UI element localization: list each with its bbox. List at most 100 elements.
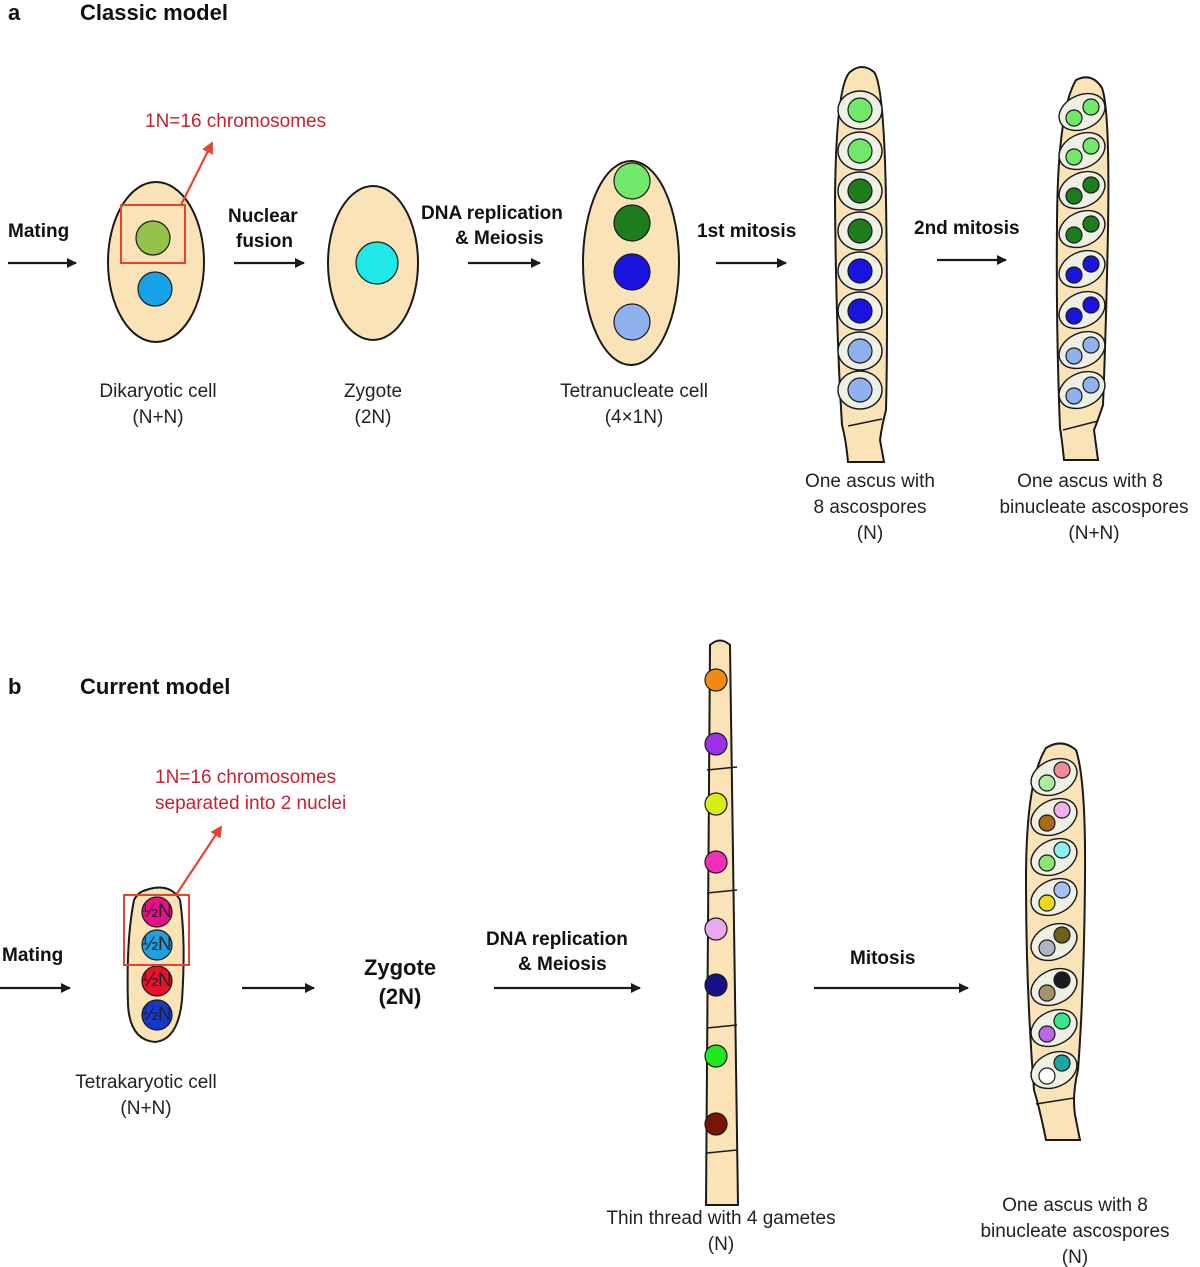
gamete-nucleus [704, 1044, 728, 1068]
spore-nucleus [1065, 307, 1083, 325]
step-mating-a: Mating [8, 221, 69, 242]
spore-nucleus [1038, 854, 1056, 872]
annotation-b-line1: 1N=16 chromosomes [155, 767, 336, 788]
spore-nucleus [847, 338, 873, 364]
highlight-box-b [123, 894, 190, 966]
step-mitosis-b: Mitosis [850, 948, 915, 969]
label-ascus8b-line1: One ascus with 8 [1017, 471, 1163, 492]
label-thread-ploidy: (N) [708, 1234, 734, 1255]
label-tetranucleate-ploidy: (4×1N) [605, 407, 664, 428]
nucleus-olive [135, 220, 171, 256]
step-dna-replication-b: DNA replication [486, 929, 628, 950]
annotation-arrow-b [175, 825, 223, 896]
thin-thread [704, 639, 740, 1206]
label-tetrakaryotic-ploidy: (N+N) [120, 1098, 171, 1119]
step-second-mitosis: 2nd mitosis [914, 218, 1020, 239]
spore-nucleus [1053, 761, 1071, 779]
tetranucleate-cell [582, 160, 680, 366]
label-zygote: Zygote [344, 381, 402, 402]
spore-nucleus [1053, 1012, 1071, 1030]
spore-nucleus [847, 97, 873, 123]
label-ascusb-line2: binucleate ascospores [980, 1221, 1169, 1242]
half-n-label: ½N [142, 934, 172, 955]
gamete-nucleus [704, 917, 728, 941]
ascus-8-spores [833, 66, 888, 463]
panel-b-title: Current model [80, 674, 230, 699]
half-n-label: ½N [142, 970, 172, 991]
gamete-nucleus [704, 668, 728, 692]
tetrakaryotic-cell: ½N½N½N½N [123, 886, 190, 1044]
gamete-nucleus [704, 792, 728, 816]
annotation-b-line2: separated into 2 nuclei [155, 793, 346, 814]
spore-nucleus [847, 178, 873, 204]
spore-nucleus [1065, 226, 1083, 244]
spore-nucleus [847, 298, 873, 324]
panel-a-title: Classic model [80, 0, 228, 25]
label-thread: Thin thread with 4 gametes [606, 1208, 835, 1229]
spore-nucleus [1082, 336, 1100, 354]
spore-nucleus [1053, 881, 1071, 899]
spore-nucleus [1038, 894, 1056, 912]
spore-nucleus [1065, 387, 1083, 405]
spore-nucleus [1082, 296, 1100, 314]
spore-nucleus [1065, 347, 1083, 365]
spore-nucleus [847, 258, 873, 284]
zygote-cell [327, 185, 419, 341]
label-ascus8b-line2: binucleate ascospores [999, 497, 1188, 518]
step-first-mitosis: 1st mitosis [697, 221, 796, 242]
gamete-nucleus [704, 1112, 728, 1136]
panel-a-letter: a [8, 0, 21, 25]
step-meiosis-a: & Meiosis [455, 228, 544, 249]
spore-nucleus [1065, 148, 1083, 166]
label-ascus8-line2: 8 ascospores [813, 497, 926, 518]
thread-septum [706, 1149, 738, 1154]
label-ascusb-ploidy: (N) [1062, 1247, 1088, 1267]
spore-nucleus [1038, 939, 1056, 957]
step-dna-replication-a: DNA replication [421, 203, 563, 224]
spore-nucleus [1038, 1025, 1056, 1043]
label-tetranucleate: Tetranucleate cell [560, 381, 708, 402]
spore-nucleus [1065, 187, 1083, 205]
zygote-b-ploidy: (2N) [379, 984, 422, 1009]
spore-nucleus [847, 218, 873, 244]
ascus-8-binucleate-b [1024, 742, 1087, 1141]
label-ascus8-line1: One ascus with [805, 471, 935, 492]
gamete-nucleus [704, 732, 728, 756]
spore-nucleus [1082, 98, 1100, 116]
annotation-arrow-a [180, 141, 213, 206]
spore-nucleus [1053, 841, 1071, 859]
label-ascus8-ploidy: (N) [857, 523, 883, 544]
spore-nucleus [1053, 801, 1071, 819]
spore-nucleus [1065, 109, 1083, 127]
label-tetrakaryotic: Tetrakaryotic cell [75, 1072, 217, 1093]
thread-septum [706, 1024, 738, 1029]
spore-nucleus [1038, 814, 1056, 832]
label-zygote-ploidy: (2N) [355, 407, 392, 428]
label-dikaryotic: Dikaryotic cell [99, 381, 216, 402]
label-dikaryotic-ploidy: (N+N) [132, 407, 183, 428]
annotation-a: 1N=16 chromosomes [145, 111, 326, 132]
spore-nucleus [1065, 266, 1083, 284]
step-mating-b: Mating [2, 945, 63, 966]
spore-nucleus [1082, 255, 1100, 273]
spore-nucleus [1082, 176, 1100, 194]
step-meiosis-b: & Meiosis [518, 954, 607, 975]
highlight-box-a [120, 204, 186, 264]
step-nuclear: Nuclear [228, 206, 298, 227]
spore-nucleus [1038, 984, 1056, 1002]
spore-nucleus [847, 138, 873, 164]
nucleus-sky [137, 271, 173, 307]
half-n-nucleus [141, 896, 173, 928]
dikaryotic-cell [107, 181, 205, 343]
spore-nucleus [1038, 1067, 1056, 1085]
spore-nucleus [1053, 971, 1071, 989]
gamete-nucleus [704, 973, 728, 997]
nucleus-cyan [355, 241, 399, 285]
spore-nucleus [1038, 774, 1056, 792]
label-ascusb-line1: One ascus with 8 [1002, 1195, 1148, 1216]
half-n-label: ½N [142, 1004, 172, 1025]
gamete-nucleus [704, 850, 728, 874]
label-ascus8b-ploidy: (N+N) [1068, 523, 1119, 544]
